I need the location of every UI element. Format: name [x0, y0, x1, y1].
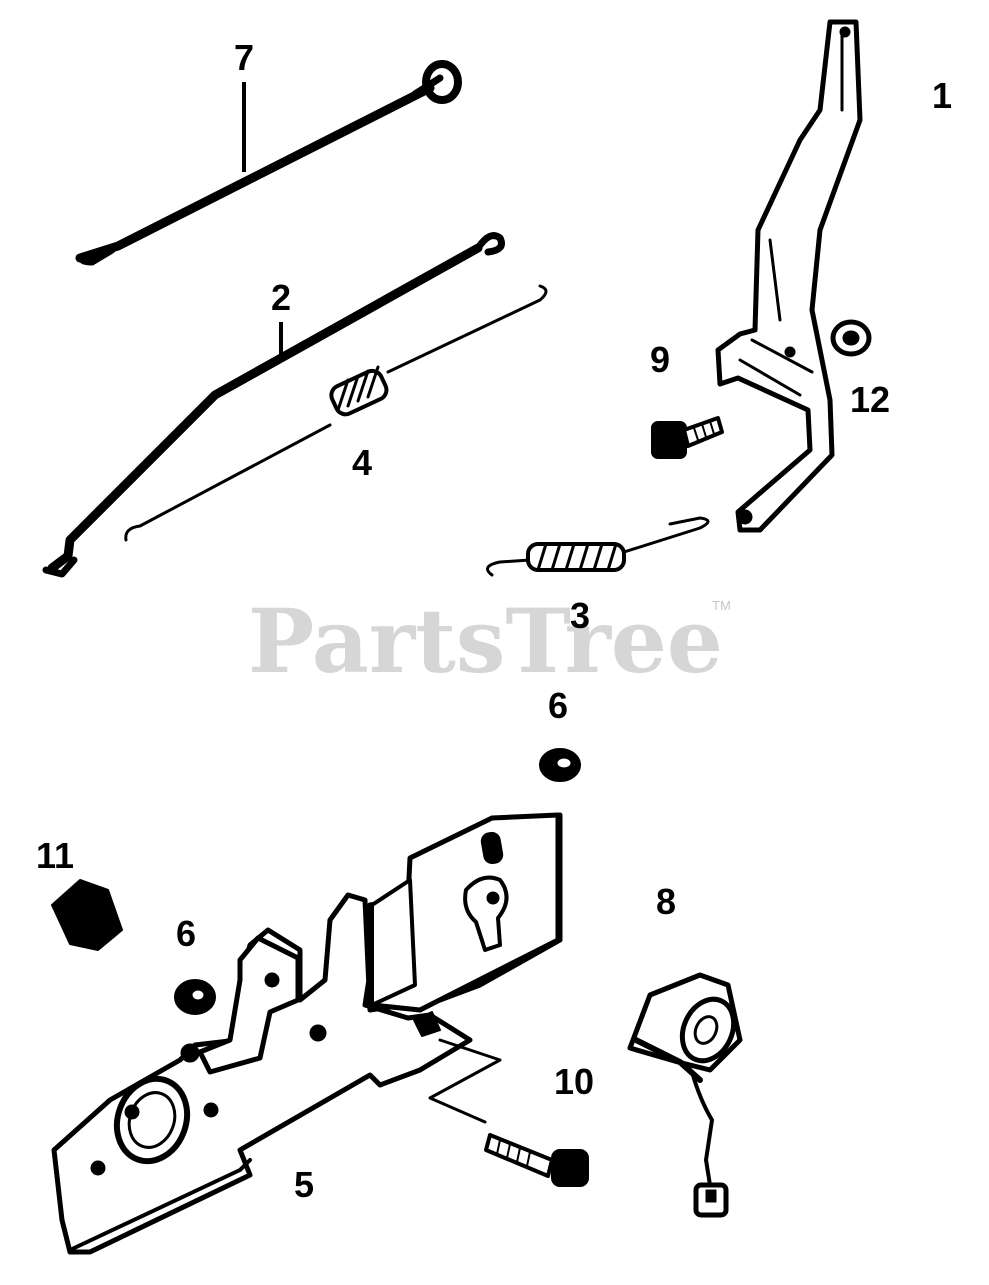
callout-2: 2 [271, 277, 291, 318]
part-3-spring [486, 516, 710, 577]
callout-3: 3 [570, 595, 590, 636]
watermark-text: PartsTree [248, 589, 723, 693]
part-4-spring [124, 284, 548, 542]
watermark-trademark: TM [712, 598, 731, 613]
callout-6-lower: 6 [176, 913, 196, 954]
callout-6-upper: 6 [548, 685, 568, 726]
part-1-lever [715, 19, 863, 533]
callout-5: 5 [294, 1164, 314, 1205]
callout-4: 4 [352, 442, 372, 483]
callout-12: 12 [850, 379, 890, 420]
part-5-plate [51, 812, 563, 1255]
part-9-bolt [651, 416, 724, 459]
part-10-bolt [484, 1133, 589, 1187]
part-12-nut [830, 319, 872, 357]
callout-11: 11 [36, 835, 74, 876]
part-8-switch [627, 972, 743, 1218]
part-6-nut-lower [174, 979, 216, 1015]
spring-coils-4 [329, 365, 389, 417]
callout-10: 10 [554, 1061, 594, 1102]
callout-8: 8 [656, 881, 676, 922]
part-2-rod [42, 232, 505, 578]
part-7-rod [75, 60, 462, 266]
callout-1: 1 [932, 75, 952, 116]
part-11-clip [51, 879, 123, 951]
callout-7: 7 [234, 37, 254, 78]
part-6-nut-upper [539, 748, 581, 782]
callout-9: 9 [650, 339, 670, 380]
